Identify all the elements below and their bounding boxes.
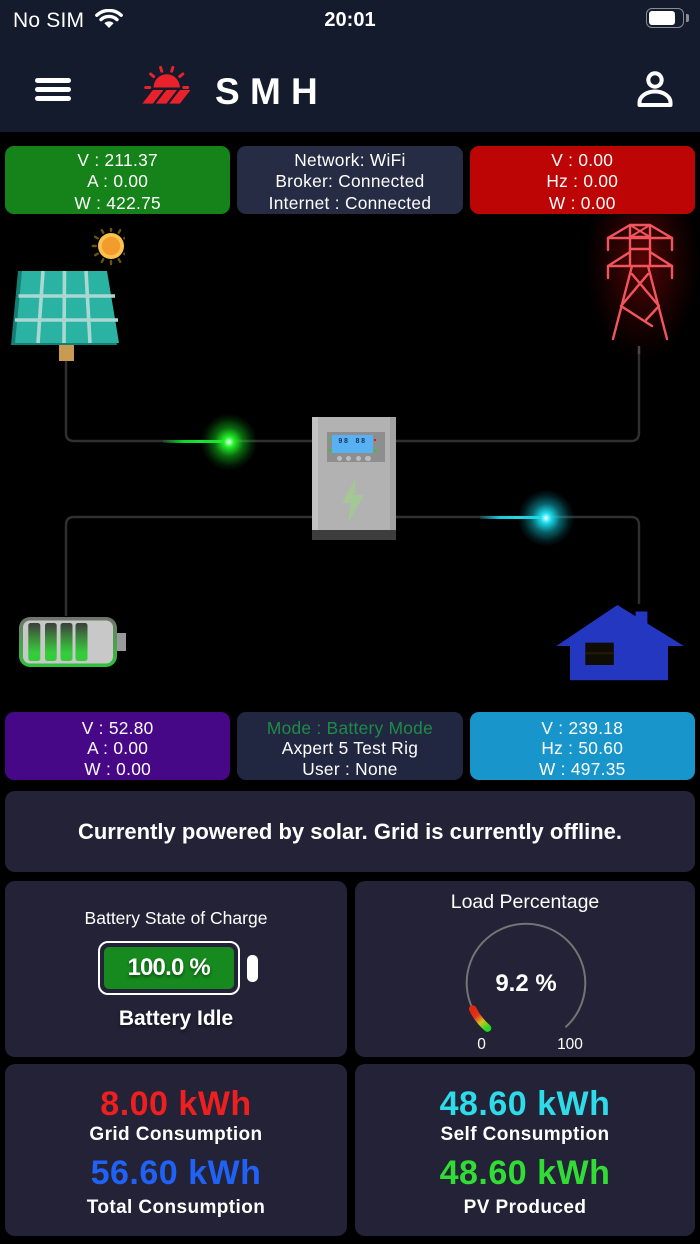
svg-text:9.2 %: 9.2 % — [495, 970, 556, 997]
